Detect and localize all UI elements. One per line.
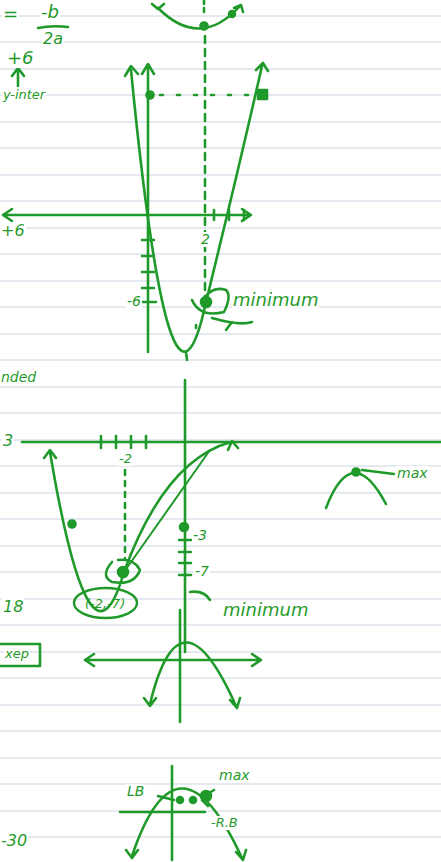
circled-point: (-2,-7): [72, 586, 139, 620]
axis-tick-label: -7: [194, 564, 210, 579]
boxed-word: xep: [4, 647, 30, 661]
point-coordinates: (-2,-7): [84, 597, 126, 611]
equals-sign: =: [2, 4, 19, 24]
denominator: 2a: [42, 30, 64, 48]
value-note: 18: [2, 598, 24, 616]
value-note: 3: [2, 432, 14, 450]
numerator: -b: [40, 2, 60, 22]
axis-tick-label: -3: [192, 528, 208, 543]
bound-note: -R.B: [210, 816, 239, 830]
bound-note: LB: [126, 784, 145, 799]
value-note: -30: [0, 832, 28, 850]
vertex-note: minimum: [232, 290, 319, 310]
vertex-note: max: [396, 466, 429, 481]
value-note: +6: [6, 48, 35, 68]
circle-outline: [74, 588, 137, 618]
intercept-note: y-inter: [2, 88, 46, 102]
cut-off-word: nded: [0, 370, 37, 385]
axis-tick-label: -6: [126, 294, 142, 309]
axis-tick-label: -2: [118, 452, 133, 466]
vertex-note: max: [218, 768, 251, 783]
vertex-note: minimum: [222, 600, 309, 620]
axis-tick-label: 2: [200, 232, 211, 247]
value-note: +6: [0, 222, 26, 240]
